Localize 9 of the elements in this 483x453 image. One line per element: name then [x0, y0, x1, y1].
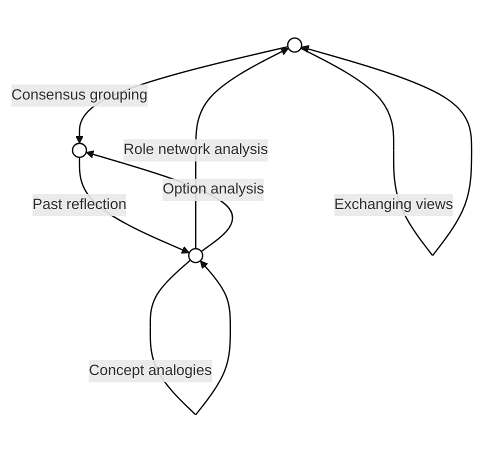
- node-circle: [72, 142, 88, 158]
- edge-label: Exchanging views: [334, 196, 454, 212]
- edge-label: Consensus grouping: [11, 87, 148, 104]
- edge-label: Role network analysis: [124, 142, 268, 158]
- edge-label: Concept analogies: [88, 362, 212, 379]
- edge-label: Option analysis: [162, 181, 264, 198]
- edge-label: Past reflection: [32, 196, 126, 212]
- node-circle: [287, 37, 302, 53]
- node-circle: [188, 248, 204, 264]
